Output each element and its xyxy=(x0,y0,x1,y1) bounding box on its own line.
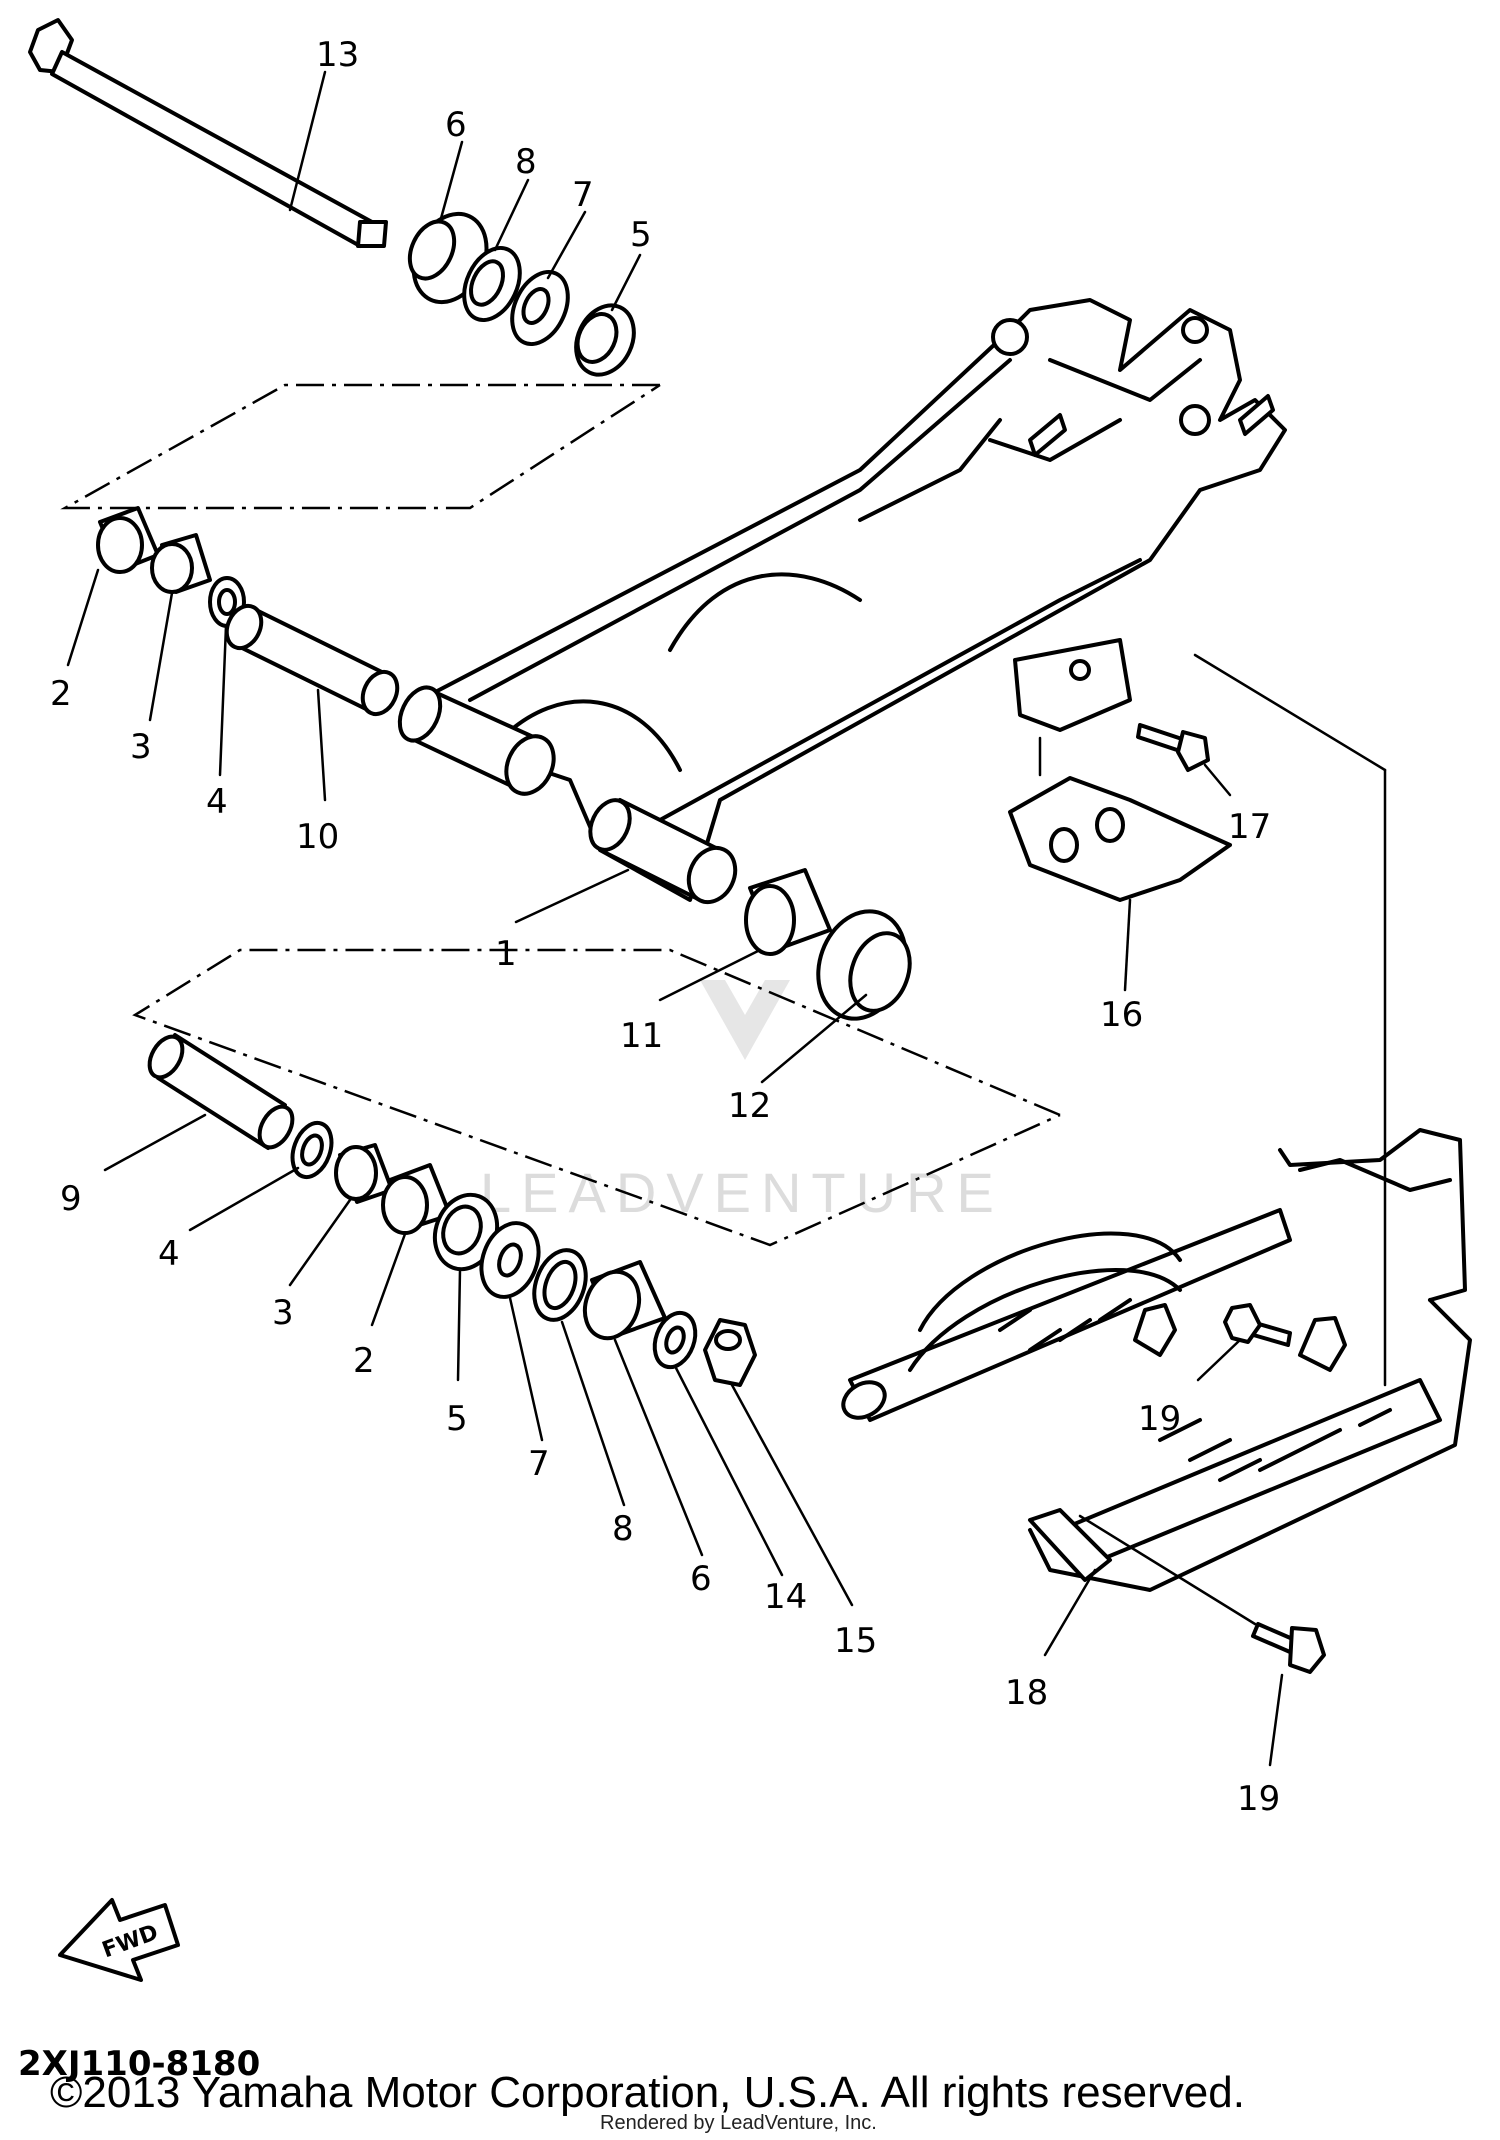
copyright-notice: ©2013 Yamaha Motor Corporation, U.S.A. A… xyxy=(50,2068,1245,2117)
callout-3: 3 xyxy=(272,1293,294,1333)
callout-labels: 13 6 8 7 5 2 3 4 10 1 11 12 16 17 9 4 3 … xyxy=(50,35,1280,1819)
bolt-17[interactable] xyxy=(1136,723,1210,772)
callout-18: 18 xyxy=(1005,1673,1048,1713)
bolt-19-lower[interactable] xyxy=(1251,1622,1326,1674)
collar-9[interactable] xyxy=(143,1031,299,1153)
bearing-5-upper[interactable] xyxy=(565,296,644,384)
assembly-guide-upper xyxy=(60,383,661,510)
callout-11: 11 xyxy=(620,1016,663,1056)
bolt-19-upper[interactable] xyxy=(1223,1303,1292,1347)
assembly-guide-lower xyxy=(132,948,1061,1247)
callout-17: 17 xyxy=(1228,807,1271,847)
callout-7: 7 xyxy=(572,175,594,215)
collar-10[interactable] xyxy=(220,600,404,719)
callout-10: 10 xyxy=(296,817,339,857)
chain-guide-16[interactable] xyxy=(1008,638,1232,902)
rendered-by-credit: Rendered by LeadVenture, Inc. xyxy=(600,2112,877,2134)
washer-7-upper[interactable] xyxy=(501,263,578,353)
callout-7: 7 xyxy=(528,1444,550,1484)
leader-lines xyxy=(66,70,1387,1767)
washer-8-upper[interactable] xyxy=(453,239,530,329)
watermark-text: LEADVENTURE xyxy=(480,1161,1004,1224)
callout-12: 12 xyxy=(728,1086,771,1126)
callout-16: 16 xyxy=(1100,995,1143,1035)
dust-seal-12[interactable] xyxy=(804,899,921,1031)
bearing-5-lower[interactable] xyxy=(425,1186,507,1278)
forward-direction-arrow: FWD xyxy=(58,1898,180,1982)
callout-2: 2 xyxy=(50,674,72,714)
callout-5: 5 xyxy=(630,215,652,255)
washer-14[interactable] xyxy=(648,1307,703,1373)
spacer-3-lower[interactable] xyxy=(334,1143,394,1204)
washer-7-lower[interactable] xyxy=(472,1215,549,1305)
callout-19: 19 xyxy=(1138,1399,1181,1439)
callout-6: 6 xyxy=(690,1559,712,1599)
diagram-code: 2XJ110-8180 xyxy=(18,2044,261,2084)
callout-6: 6 xyxy=(445,105,467,145)
washer-4-lower[interactable] xyxy=(286,1118,339,1183)
footrest-bar-18[interactable] xyxy=(837,1128,1472,1592)
callout-4: 4 xyxy=(206,782,228,822)
callout-19: 19 xyxy=(1237,1779,1280,1819)
callout-14: 14 xyxy=(764,1577,807,1617)
washer-8-lower[interactable] xyxy=(525,1243,595,1327)
nut-15[interactable] xyxy=(703,1318,757,1387)
bearing-2-upper[interactable] xyxy=(96,506,160,574)
bushing-11[interactable] xyxy=(744,868,832,956)
callout-3: 3 xyxy=(130,727,152,767)
callout-2: 2 xyxy=(353,1341,375,1381)
callout-5: 5 xyxy=(446,1399,468,1439)
spacer-3-upper[interactable] xyxy=(150,533,212,594)
watermark: LEADVENTURE xyxy=(480,980,1004,1224)
oil-seal-6-lower[interactable] xyxy=(576,1260,667,1346)
callout-4: 4 xyxy=(158,1234,180,1274)
swingarm-1[interactable] xyxy=(392,298,1287,910)
callout-13: 13 xyxy=(316,35,359,75)
callout-15: 15 xyxy=(834,1621,877,1661)
callout-9: 9 xyxy=(60,1179,82,1219)
callout-8: 8 xyxy=(612,1509,634,1549)
callout-1: 1 xyxy=(495,934,517,974)
callout-8: 8 xyxy=(515,142,537,182)
